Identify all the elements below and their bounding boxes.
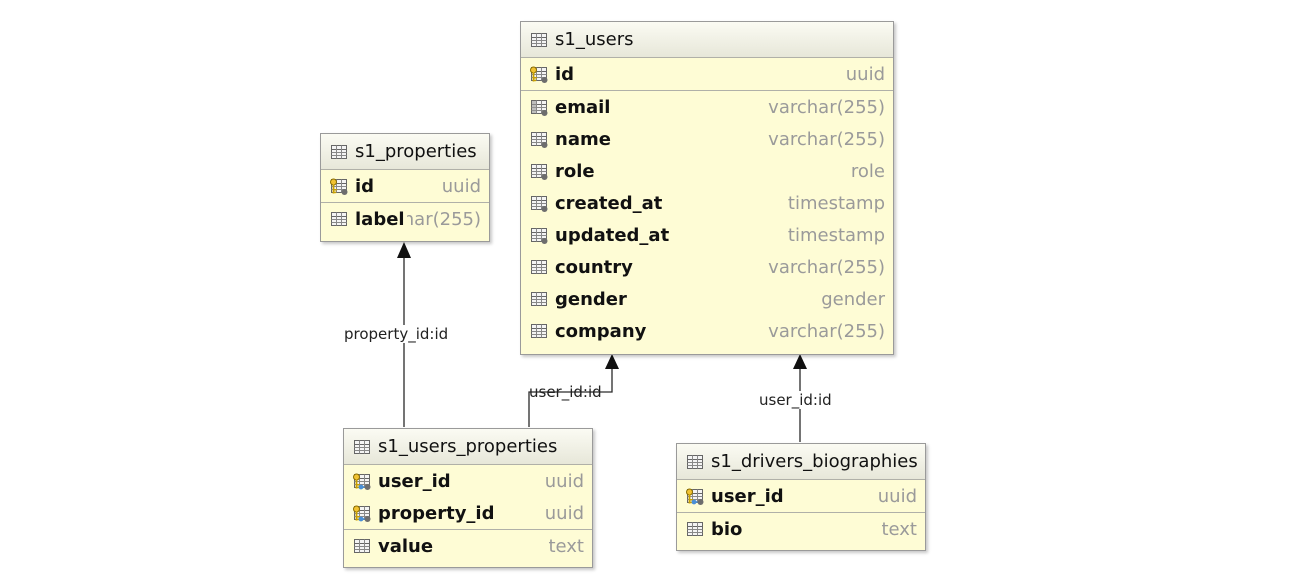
table-name: s1_properties bbox=[355, 141, 477, 162]
column-name: gender bbox=[555, 288, 629, 310]
column-type: uuid bbox=[877, 485, 917, 507]
table-name: s1_users bbox=[555, 29, 634, 50]
table-name: s1_drivers_biographies bbox=[711, 451, 918, 472]
relation-label-users-properties-user-id: user_id:id bbox=[529, 383, 602, 401]
table-icon bbox=[329, 142, 349, 162]
column-type: gender bbox=[821, 288, 885, 310]
column-row-user-id[interactable]: user_id uuid bbox=[677, 480, 925, 512]
column-name: user_id bbox=[378, 470, 453, 492]
column-name: property_id bbox=[378, 502, 497, 524]
table-icon bbox=[352, 437, 372, 457]
table-header[interactable]: s1_users_properties bbox=[344, 429, 592, 465]
column-name: name bbox=[555, 128, 613, 150]
primary-key-section: id uuid bbox=[521, 58, 893, 91]
column-section: label varchar(255) bbox=[321, 203, 489, 235]
column-type: varchar(255) bbox=[768, 128, 885, 150]
column-row-property-id[interactable]: property_id uuid bbox=[344, 497, 592, 529]
column-section: bio text bbox=[677, 513, 925, 545]
column-icon bbox=[529, 289, 549, 309]
column-name: bio bbox=[711, 518, 745, 540]
primary-key-foreign-key-column-icon bbox=[352, 471, 372, 491]
not-null-column-icon bbox=[529, 225, 549, 245]
arrowhead-properties bbox=[397, 242, 411, 258]
column-icon bbox=[529, 257, 549, 277]
column-row-value[interactable]: value text bbox=[344, 530, 592, 562]
column-type: uuid bbox=[441, 175, 481, 197]
column-icon bbox=[685, 519, 705, 539]
primary-key-section: user_id uuid property_id uuid bbox=[344, 465, 592, 530]
column-type: text bbox=[881, 518, 917, 540]
column-row-id[interactable]: id uuid bbox=[521, 58, 893, 90]
column-name: user_id bbox=[711, 485, 786, 507]
primary-key-column-icon bbox=[329, 176, 349, 196]
column-icon bbox=[529, 321, 549, 341]
column-row-company[interactable]: company varchar(255) bbox=[521, 315, 893, 347]
relation-label-drivers-user-id: user_id:id bbox=[759, 391, 832, 409]
table-header[interactable]: s1_users bbox=[521, 22, 893, 58]
column-row-id[interactable]: id uuid bbox=[321, 170, 489, 202]
arrowhead-users-left bbox=[605, 354, 619, 369]
column-icon bbox=[352, 536, 372, 556]
not-null-column-icon bbox=[529, 129, 549, 149]
column-type: varchar(255) bbox=[768, 256, 885, 278]
column-name: id bbox=[555, 63, 577, 85]
table-s1-users[interactable]: s1_users id uuid email varchar(255) name… bbox=[520, 21, 894, 355]
indexed-not-null-column-icon bbox=[529, 97, 549, 117]
column-name: value bbox=[378, 535, 436, 557]
column-row-email[interactable]: email varchar(255) bbox=[521, 91, 893, 123]
column-icon bbox=[329, 209, 349, 229]
column-row-country[interactable]: country varchar(255) bbox=[521, 251, 893, 283]
column-row-gender[interactable]: gender gender bbox=[521, 283, 893, 315]
column-name: role bbox=[555, 160, 597, 182]
table-icon bbox=[529, 30, 549, 50]
column-type: varchar(255) bbox=[768, 96, 885, 118]
primary-key-column-icon bbox=[529, 64, 549, 84]
column-name: created_at bbox=[555, 192, 665, 214]
column-name: country bbox=[555, 256, 635, 278]
column-row-user-id[interactable]: user_id uuid bbox=[344, 465, 592, 497]
column-type: uuid bbox=[544, 470, 584, 492]
table-s1-properties[interactable]: s1_properties id uuid label varchar(255) bbox=[320, 133, 490, 242]
primary-key-foreign-key-column-icon bbox=[685, 486, 705, 506]
column-type: text bbox=[548, 535, 584, 557]
column-type: timestamp bbox=[787, 192, 885, 214]
column-row-name[interactable]: name varchar(255) bbox=[521, 123, 893, 155]
primary-key-section: id uuid bbox=[321, 170, 489, 203]
column-section: email varchar(255) name varchar(255) rol… bbox=[521, 91, 893, 347]
column-type: role bbox=[850, 160, 885, 182]
column-name: label bbox=[355, 208, 407, 230]
not-null-column-icon bbox=[529, 193, 549, 213]
arrowhead-users-right bbox=[793, 354, 807, 369]
column-row-updated-at[interactable]: updated_at timestamp bbox=[521, 219, 893, 251]
primary-key-foreign-key-column-icon bbox=[352, 503, 372, 523]
relation-label-property-id: property_id:id bbox=[344, 325, 449, 343]
column-row-label[interactable]: label varchar(255) bbox=[321, 203, 489, 235]
column-type: uuid bbox=[544, 502, 584, 524]
table-s1-users-properties[interactable]: s1_users_properties user_id uuid propert… bbox=[343, 428, 593, 568]
table-icon bbox=[685, 452, 705, 472]
column-name: id bbox=[355, 175, 377, 197]
primary-key-section: user_id uuid bbox=[677, 480, 925, 513]
table-s1-drivers-biographies[interactable]: s1_drivers_biographies user_id uuid bio … bbox=[676, 443, 926, 551]
table-name: s1_users_properties bbox=[378, 436, 558, 457]
table-header[interactable]: s1_properties bbox=[321, 134, 489, 170]
column-type: varchar(255) bbox=[768, 320, 885, 342]
column-type: timestamp bbox=[787, 224, 885, 246]
column-type: uuid bbox=[845, 63, 885, 85]
not-null-column-icon bbox=[529, 161, 549, 181]
column-row-role[interactable]: role role bbox=[521, 155, 893, 187]
column-name: email bbox=[555, 96, 613, 118]
column-name: updated_at bbox=[555, 224, 672, 246]
column-name: company bbox=[555, 320, 649, 342]
column-row-created-at[interactable]: created_at timestamp bbox=[521, 187, 893, 219]
table-header[interactable]: s1_drivers_biographies bbox=[677, 444, 925, 480]
column-row-bio[interactable]: bio text bbox=[677, 513, 925, 545]
column-section: value text bbox=[344, 530, 592, 562]
